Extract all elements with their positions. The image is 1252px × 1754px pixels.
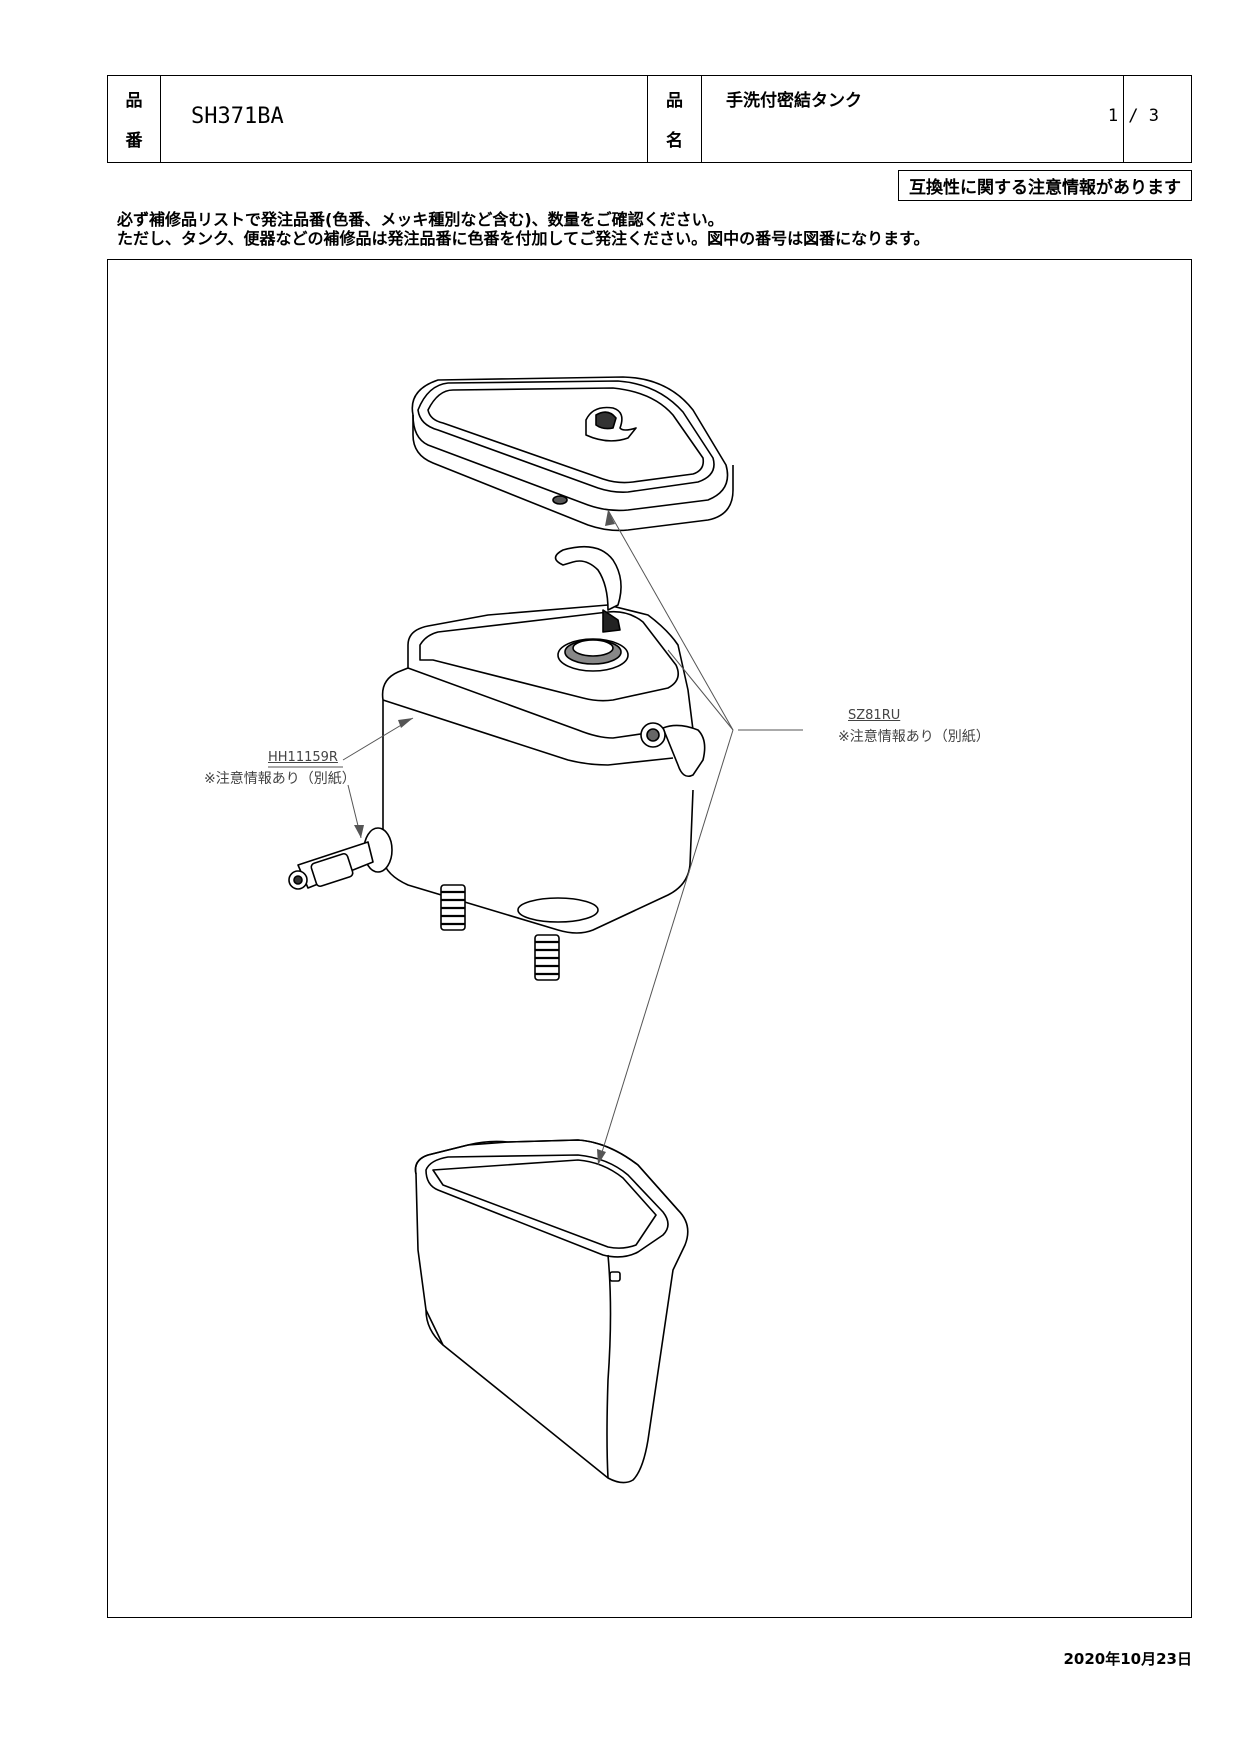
supply-stop-valve bbox=[288, 827, 393, 890]
name-value-cell: 手洗付密結タンク bbox=[702, 76, 1124, 162]
header-table: 品 番 SH371BA 品 名 手洗付密結タンク 1 / 3 bbox=[107, 75, 1192, 163]
callout-note-sz81ru: ※注意情報あり（別紙） bbox=[838, 729, 990, 745]
callout-code-hh11159r: HH11159R bbox=[268, 750, 338, 765]
compatibility-notice: 互換性に関する注意情報があります bbox=[898, 170, 1192, 201]
drawing-frame: SZ81RU ※注意情報あり（別紙） HH11159R ※注意情報あり（別紙） bbox=[107, 259, 1192, 1618]
callout-note-hh11159r: ※注意情報あり（別紙） bbox=[204, 771, 356, 787]
code-label-bottom: 番 bbox=[125, 131, 143, 151]
tank-inner-unit bbox=[381, 545, 706, 981]
instruction-line-2: ただし、タンク、便器などの補修品は発注品番に色番を付加してご発注ください。図中の… bbox=[117, 229, 930, 248]
code-value-cell: SH371BA bbox=[161, 76, 648, 162]
callout-code-sz81ru: SZ81RU bbox=[848, 708, 901, 723]
name-label-top: 品 bbox=[666, 91, 683, 111]
product-name: 手洗付密結タンク bbox=[726, 91, 862, 111]
page-number: 1 / 3 bbox=[1107, 106, 1159, 126]
name-label-bottom: 名 bbox=[666, 131, 683, 151]
name-label-cell: 品 名 bbox=[648, 76, 702, 162]
issue-date: 2020年10月23日 bbox=[1063, 1650, 1193, 1668]
tank-lid bbox=[411, 376, 734, 532]
code-label-cell: 品 番 bbox=[108, 76, 161, 162]
product-code: SH371BA bbox=[191, 104, 284, 129]
instruction-line-1: 必ず補修品リストで発注品番(色番、メッキ種別など含む)、数量をご確認ください。 bbox=[117, 210, 724, 229]
instructions: 必ず補修品リストで発注品番(色番、メッキ種別など含む)、数量をご確認ください。 … bbox=[117, 210, 929, 248]
exploded-view-drawing bbox=[268, 376, 803, 1484]
tank-body bbox=[414, 1139, 689, 1484]
code-label-top: 品 bbox=[125, 91, 143, 111]
